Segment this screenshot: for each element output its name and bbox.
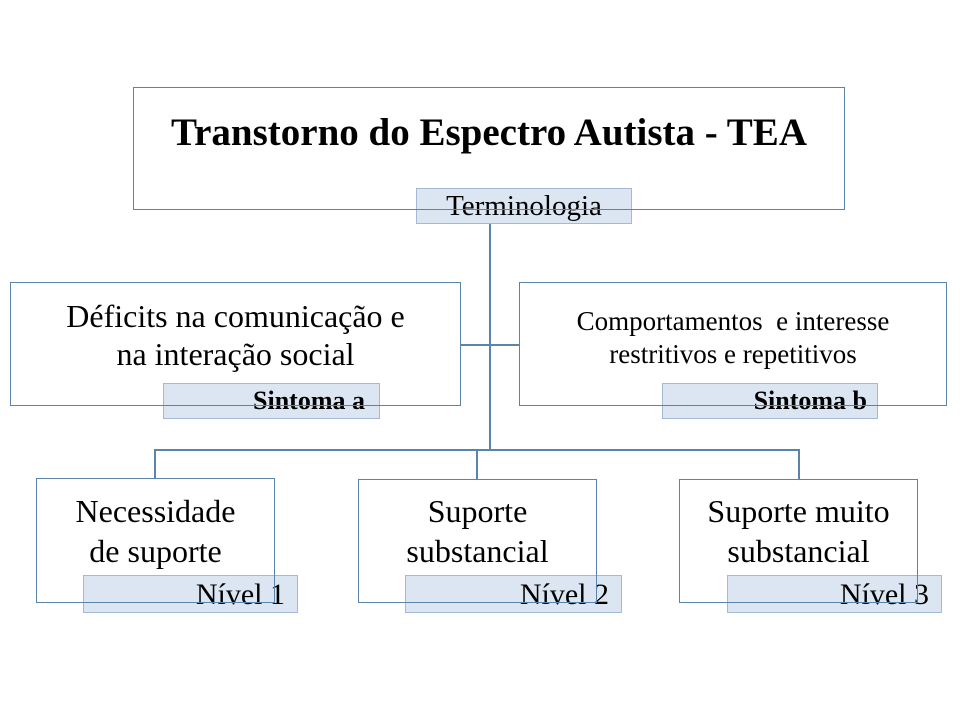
level-2-box: Suporte substancial [358,479,597,603]
terminologia-tag: Terminologia [416,188,632,224]
level-1-tag: Nível 1 [83,575,298,613]
level-3-tag: Nível 3 [727,575,942,613]
level-3-text: Suporte muito substancial [707,493,890,569]
connector-vertical-root-line [489,224,491,450]
symptom-b-tag: Sintoma b [662,383,878,419]
connector-horizontal-symptoms-line [461,344,519,346]
connector-drop-level1-line [154,449,156,479]
root-node-title: Transtorno do Espectro Autista - TEA [171,111,807,154]
root-node-box: Transtorno do Espectro Autista - TEA [133,87,845,210]
connector-drop-level3-line [798,449,800,479]
level-1-text: Necessidade de suporte [75,493,236,569]
symptom-a-box: Déficits na comunicação e na interação s… [10,282,461,406]
symptom-a-text: Déficits na comunicação e na interação s… [66,298,405,372]
level-2-text: Suporte substancial [406,493,549,569]
level-2-tag: Nível 2 [405,575,622,613]
symptom-b-text: Comportamentos e interesse restritivos e… [576,306,890,369]
connector-drop-level2-line [476,449,478,479]
level-1-box: Necessidade de suporte [36,478,275,603]
symptom-b-box: Comportamentos e interesse restritivos e… [519,282,947,406]
level-3-box: Suporte muito substancial [679,479,918,603]
symptom-a-tag: Sintoma a [163,383,380,419]
